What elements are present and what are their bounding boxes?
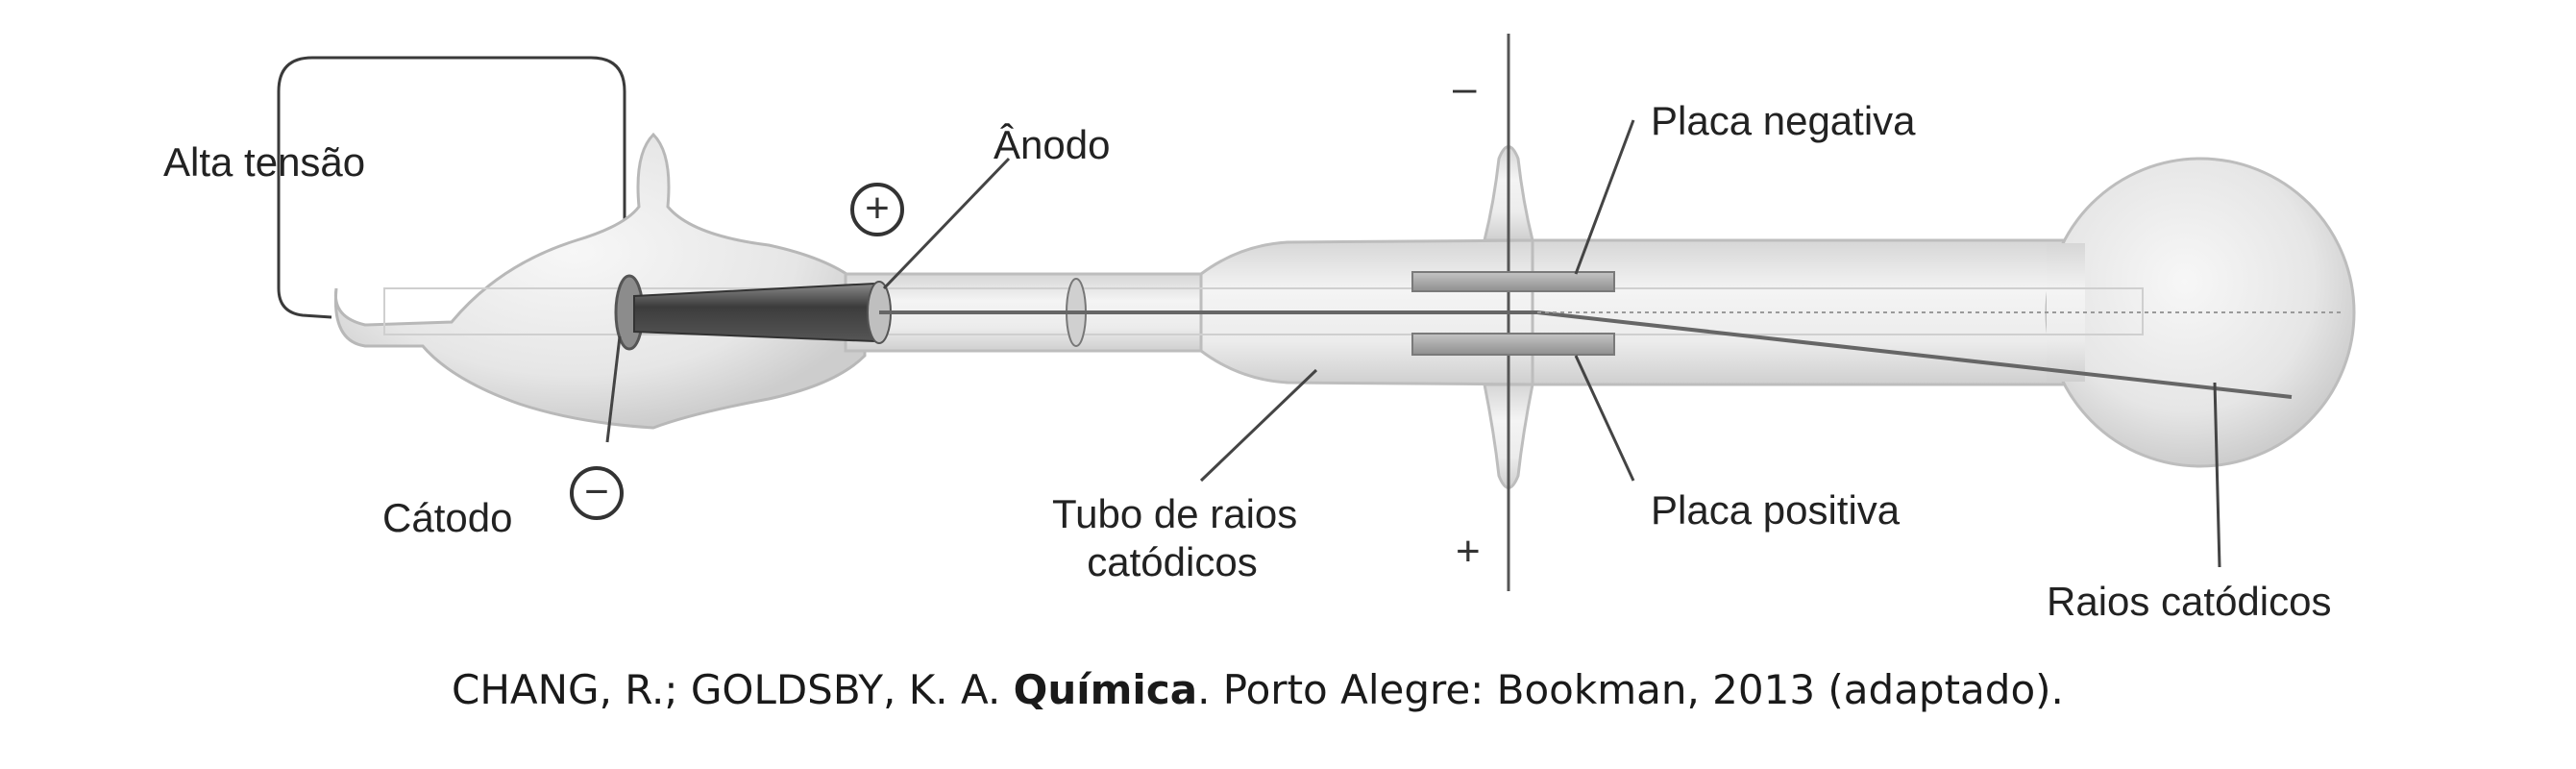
label-tube-line2: catódicos <box>1087 539 1258 584</box>
label-tube: Tubo de raios catódicos <box>1052 490 1298 586</box>
inner-tube <box>383 287 2144 335</box>
cathode-minus-sign: − <box>570 466 624 520</box>
label-cathode: Cátodo <box>382 495 513 540</box>
leader-negative-plate <box>1574 119 1635 275</box>
leader-cathode-rays <box>2213 382 2221 568</box>
positive-plate <box>1411 333 1615 356</box>
anode-plus-sign: + <box>850 183 904 236</box>
leader-cathode <box>605 335 622 443</box>
bottom-plate-sign: + <box>1456 528 1481 575</box>
label-cathode-rays: Raios catódicos <box>2047 579 2332 624</box>
top-plate-sign: – <box>1453 64 1477 112</box>
citation-title: Química <box>1013 666 1198 713</box>
leader-anode <box>882 157 1011 290</box>
cathode-bulb <box>333 132 867 430</box>
leader-positive-plate <box>1574 355 1635 482</box>
label-high-voltage: Alta tensão <box>163 139 366 185</box>
citation-rest: . Porto Alegre: Bookman, 2013 (adaptado)… <box>1197 666 2064 713</box>
high-voltage-wire <box>277 56 626 319</box>
negative-plate <box>1411 271 1615 292</box>
leader-tube <box>1199 368 1318 483</box>
citation-authors: CHANG, R.; GOLDSBY, K. A. <box>452 666 1014 713</box>
source-citation: CHANG, R.; GOLDSBY, K. A. Química. Porto… <box>452 666 2064 713</box>
label-anode: Ânodo <box>994 122 1111 167</box>
label-positive-plate: Placa positiva <box>1651 487 1901 533</box>
label-negative-plate: Placa negativa <box>1651 98 1916 143</box>
label-tube-line1: Tubo de raios <box>1052 491 1298 536</box>
